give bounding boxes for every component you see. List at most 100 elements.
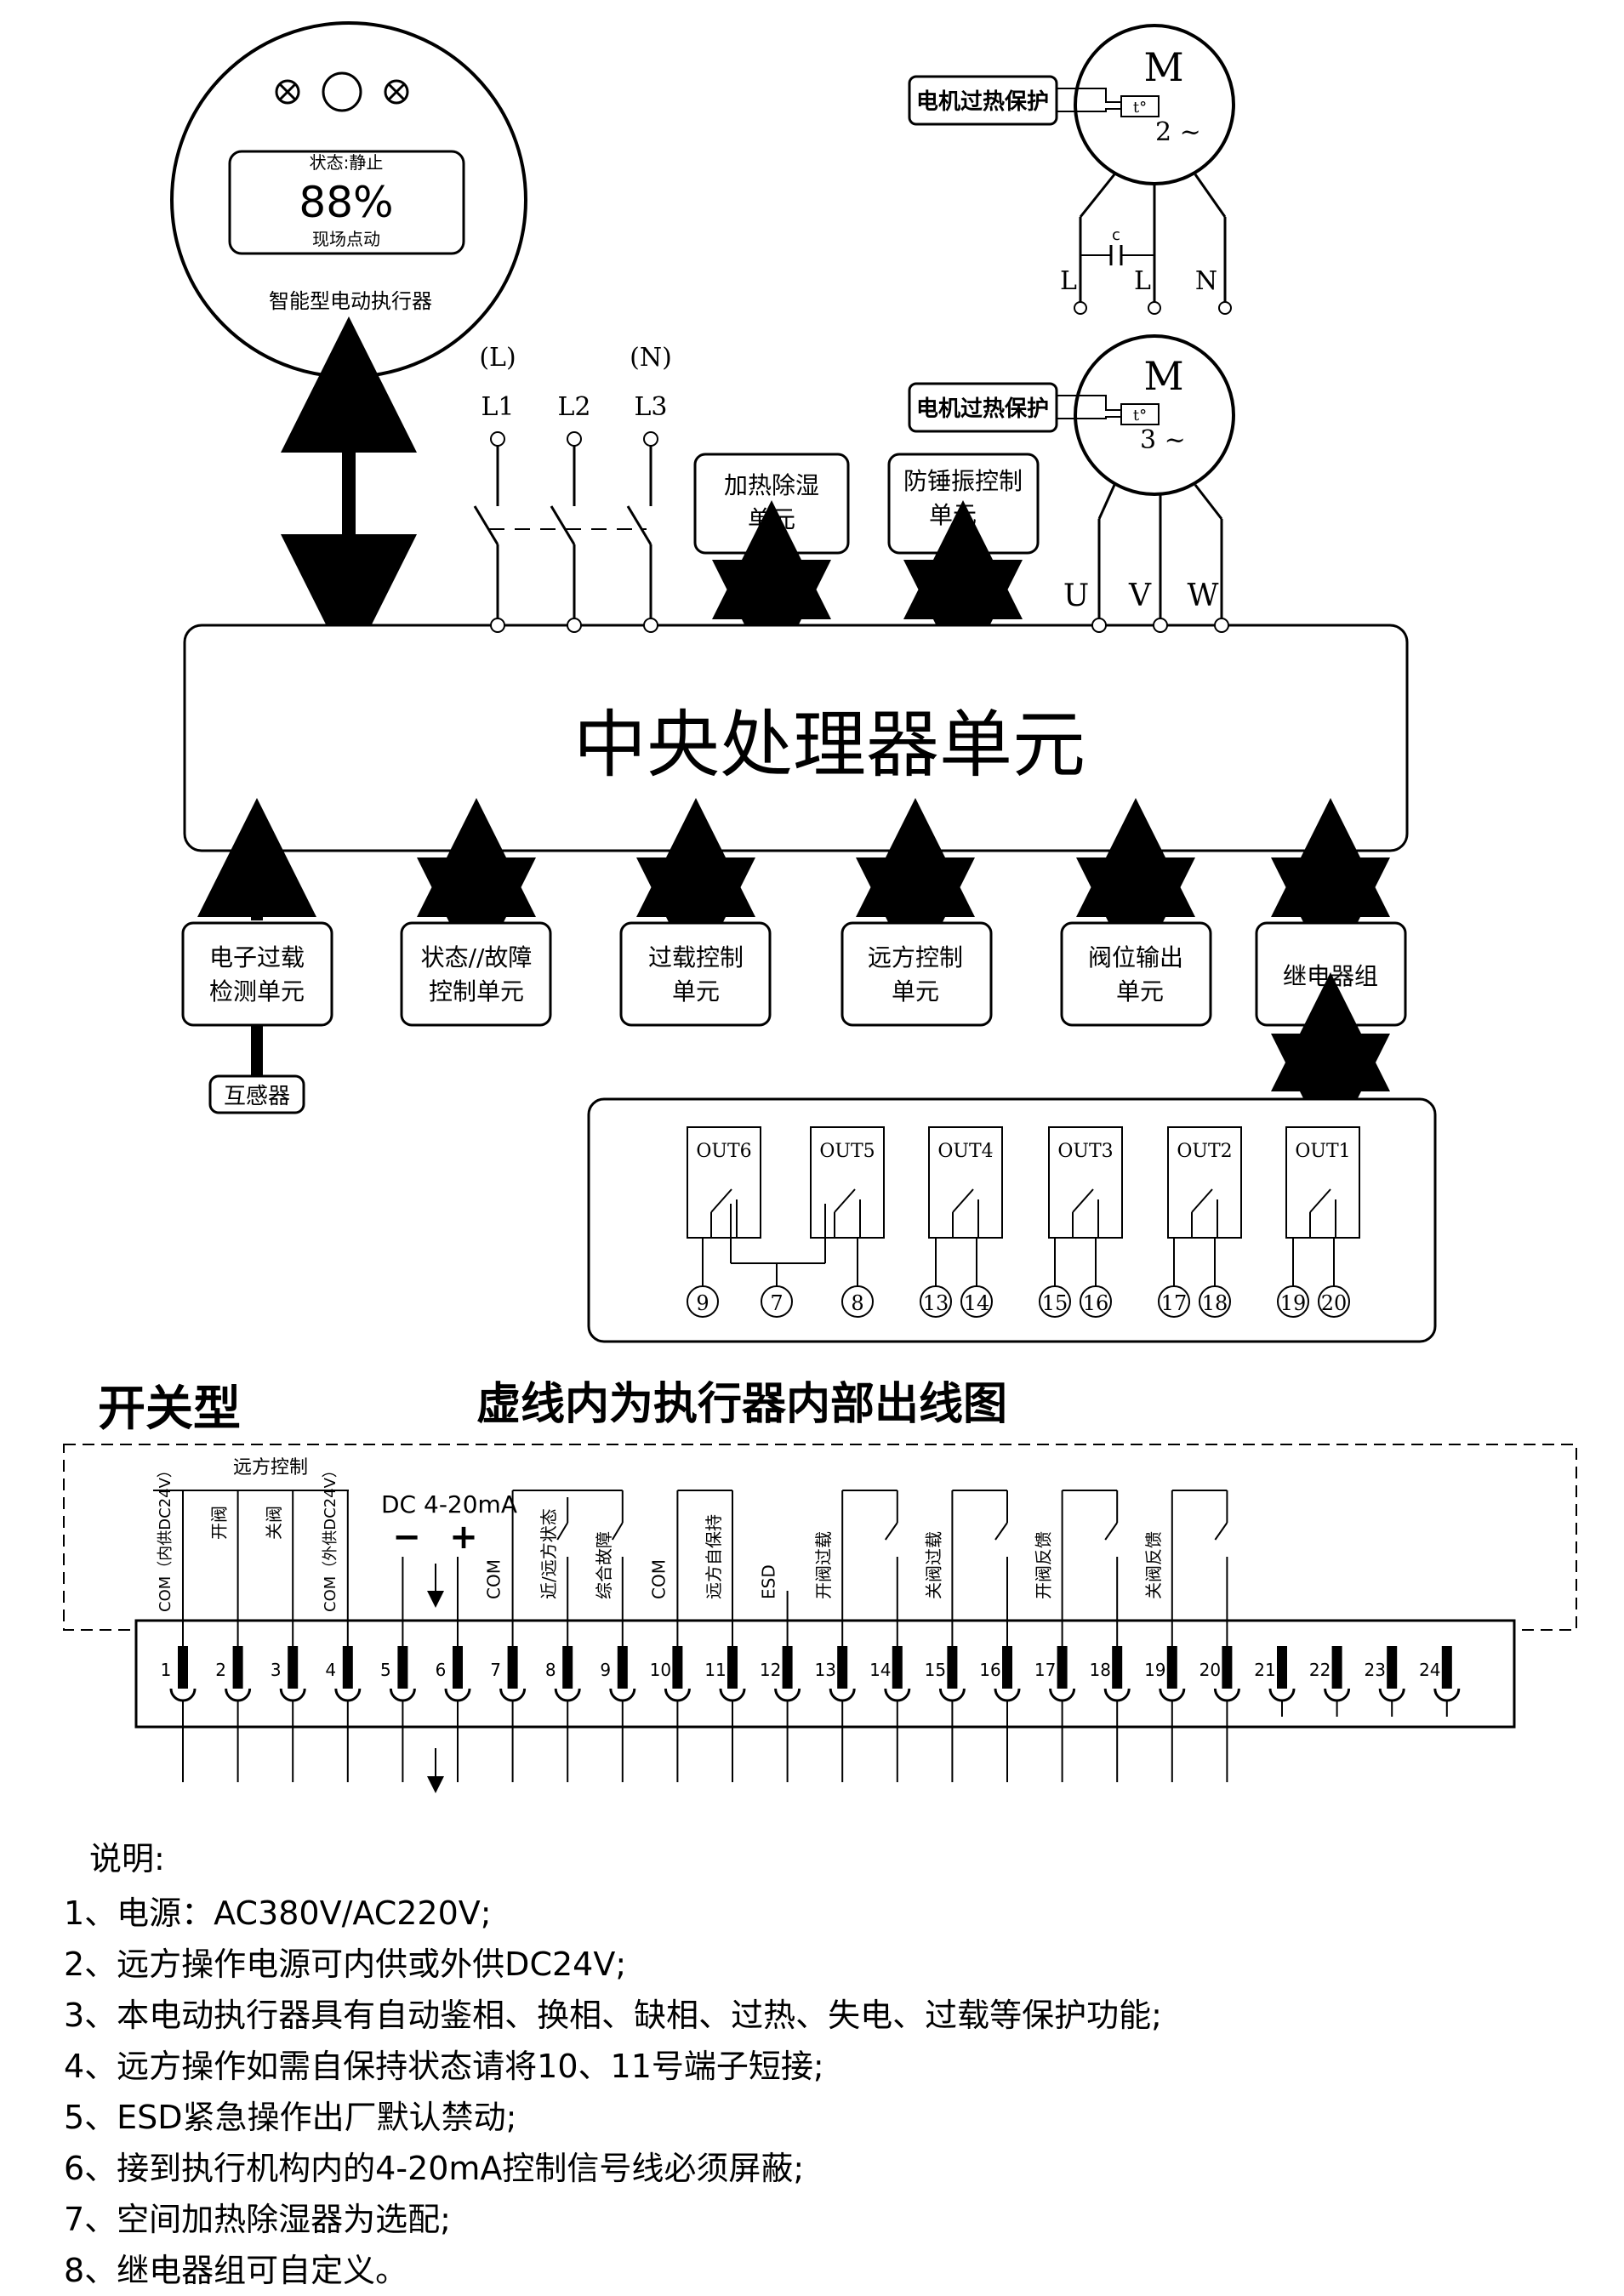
terminal-number: 9 — [600, 1660, 611, 1680]
thermal-switch-3ph — [1120, 403, 1160, 425]
terminal-22[interactable]: 22 — [1309, 1646, 1351, 1702]
unit-remote-ctrl-line2: 单元 — [892, 977, 939, 1006]
section-title-wiring: 虚线内为执行器内部出线图 — [476, 1379, 1007, 1430]
analog-minus: − — [392, 1518, 421, 1557]
analog-plus: + — [449, 1518, 478, 1557]
relay-pin-label: 13 — [923, 1291, 949, 1315]
thermal-switch-top-label: t° — [1133, 99, 1147, 117]
section-title-switch: 开关型 — [98, 1382, 241, 1437]
wiring-label: 开阀 — [209, 1506, 230, 1540]
motor-top-symbol: M — [1143, 44, 1183, 90]
terminal-15[interactable]: 15 — [925, 1646, 966, 1702]
terminal-number: 10 — [650, 1660, 671, 1680]
terminal-8[interactable]: 8 — [545, 1646, 581, 1702]
note-4: 4、远方操作如需自保持状态请将10、11号端子短接; — [64, 2048, 824, 2085]
wiring-label: 开阀过载 — [813, 1531, 834, 1599]
terminal-13[interactable]: 13 — [814, 1646, 856, 1702]
motor-top-terminal-l1: L — [1060, 266, 1077, 296]
thermal-switch-top — [1120, 95, 1160, 117]
terminal-18[interactable]: 18 — [1089, 1646, 1131, 1702]
terminal-number: 18 — [1089, 1660, 1110, 1680]
terminal-number: 4 — [325, 1660, 336, 1680]
actuator-caption: 智能型电动执行器 — [269, 289, 432, 313]
terminal-number: 21 — [1254, 1660, 1275, 1680]
terminal-9[interactable]: 9 — [600, 1646, 636, 1702]
motor-3ph-symbol: M — [1143, 353, 1183, 399]
cpu-box — [183, 624, 1409, 852]
relay-pin — [841, 1285, 874, 1318]
terminal-16[interactable]: 16 — [979, 1646, 1021, 1702]
terminal-number: 2 — [215, 1660, 226, 1680]
relay-pin-label: 8 — [851, 1291, 863, 1315]
terminal-11[interactable]: 11 — [704, 1646, 746, 1702]
analog-signal-label: DC 4-20mA — [381, 1490, 517, 1518]
terminal-7[interactable]: 7 — [490, 1646, 527, 1702]
terminal-5[interactable]: 5 — [380, 1646, 416, 1702]
terminal-17[interactable]: 17 — [1034, 1646, 1076, 1702]
relay-common-pin — [761, 1285, 793, 1318]
wiring-label: 关阀过载 — [923, 1531, 943, 1599]
motor-single-phase: M 2 ~ t° 电机过热保护 c L L N — [908, 24, 1235, 315]
wiring-label: ESD — [759, 1564, 779, 1599]
actuator-display — [228, 150, 465, 255]
terminal-24[interactable]: 24 — [1419, 1646, 1461, 1702]
wiring-label: 开阀反馈 — [1034, 1531, 1054, 1599]
antihammer-unit-line2: 单元 — [929, 501, 977, 529]
terminal-20[interactable]: 20 — [1199, 1646, 1240, 1702]
note-3: 3、本电动执行器具有自动鉴相、换相、缺相、过热、失电、过载等保护功能; — [64, 1997, 1162, 2034]
relay-pin — [1080, 1285, 1112, 1318]
unit-relay-group-line1: 继电器组 — [1283, 962, 1378, 990]
terminal-number: 22 — [1309, 1660, 1331, 1680]
terminal-number: 15 — [925, 1660, 946, 1680]
wiring-label: COM — [484, 1559, 504, 1599]
unit-remote-ctrl-line1: 远方控制 — [868, 943, 963, 971]
overheat-protect-box-3ph — [908, 382, 1058, 433]
overheat-protect-label-3ph: 电机过热保护 — [916, 396, 1049, 422]
relay-pin-label: 17 — [1161, 1291, 1188, 1315]
terminal-10[interactable]: 10 — [650, 1646, 691, 1702]
relay-name: OUT6 — [696, 1141, 751, 1162]
heater-unit-box — [693, 453, 850, 555]
terminal-12[interactable]: 12 — [760, 1646, 801, 1702]
unit-overload-detect-line2: 检测单元 — [209, 977, 305, 1006]
terminal-3[interactable]: 3 — [271, 1646, 306, 1702]
heater-unit-line2: 单元 — [748, 505, 795, 533]
terminal-19[interactable]: 19 — [1144, 1646, 1186, 1702]
terminal-number: 3 — [271, 1660, 282, 1680]
terminal-4[interactable]: 4 — [325, 1646, 362, 1702]
wiring-label: 关阀 — [264, 1506, 284, 1540]
relay-pin-label: 9 — [696, 1291, 709, 1315]
power-line-l3: L3 — [634, 392, 667, 422]
relay-pin-label: 16 — [1083, 1291, 1109, 1315]
unit-valve-output-line1: 阀位输出 — [1088, 943, 1183, 971]
actuator-percent: 88% — [299, 178, 393, 227]
terminal-6[interactable]: 6 — [436, 1646, 471, 1702]
terminal-23[interactable]: 23 — [1364, 1646, 1405, 1702]
motor-terminal-w: W — [1187, 578, 1218, 613]
terminal-number: 5 — [380, 1660, 391, 1680]
terminal-1[interactable]: 1 — [161, 1646, 197, 1702]
power-line-l2: L2 — [557, 392, 590, 422]
terminal-21[interactable]: 21 — [1254, 1646, 1296, 1702]
terminal-number: 11 — [704, 1660, 726, 1680]
motor-top-phase: 2 ~ — [1155, 117, 1201, 147]
actuator-mode: 现场点动 — [312, 229, 380, 249]
wiring-label: 综合故障 — [594, 1531, 614, 1599]
relay-name: OUT1 — [1295, 1141, 1350, 1162]
relay-name: OUT3 — [1057, 1141, 1113, 1162]
motor-terminal-v: V — [1128, 578, 1152, 613]
terminal-2[interactable]: 2 — [215, 1646, 252, 1702]
indicator-x-right-icon — [384, 79, 409, 105]
terminal-number: 8 — [545, 1660, 556, 1680]
unit-overload-ctrl-line1: 过载控制 — [648, 943, 744, 971]
motor-top-terminal-l2: L — [1134, 266, 1151, 296]
wiring-label: COM — [648, 1559, 669, 1599]
terminal-14[interactable]: 14 — [869, 1646, 911, 1702]
unit-overload-ctrl-line2: 单元 — [672, 977, 720, 1006]
relay-pin-label: 20 — [1321, 1291, 1348, 1315]
power-paren-l: (L) — [479, 343, 516, 373]
notes-heading: 说明: — [89, 1840, 165, 1877]
terminal-number: 20 — [1199, 1660, 1221, 1680]
